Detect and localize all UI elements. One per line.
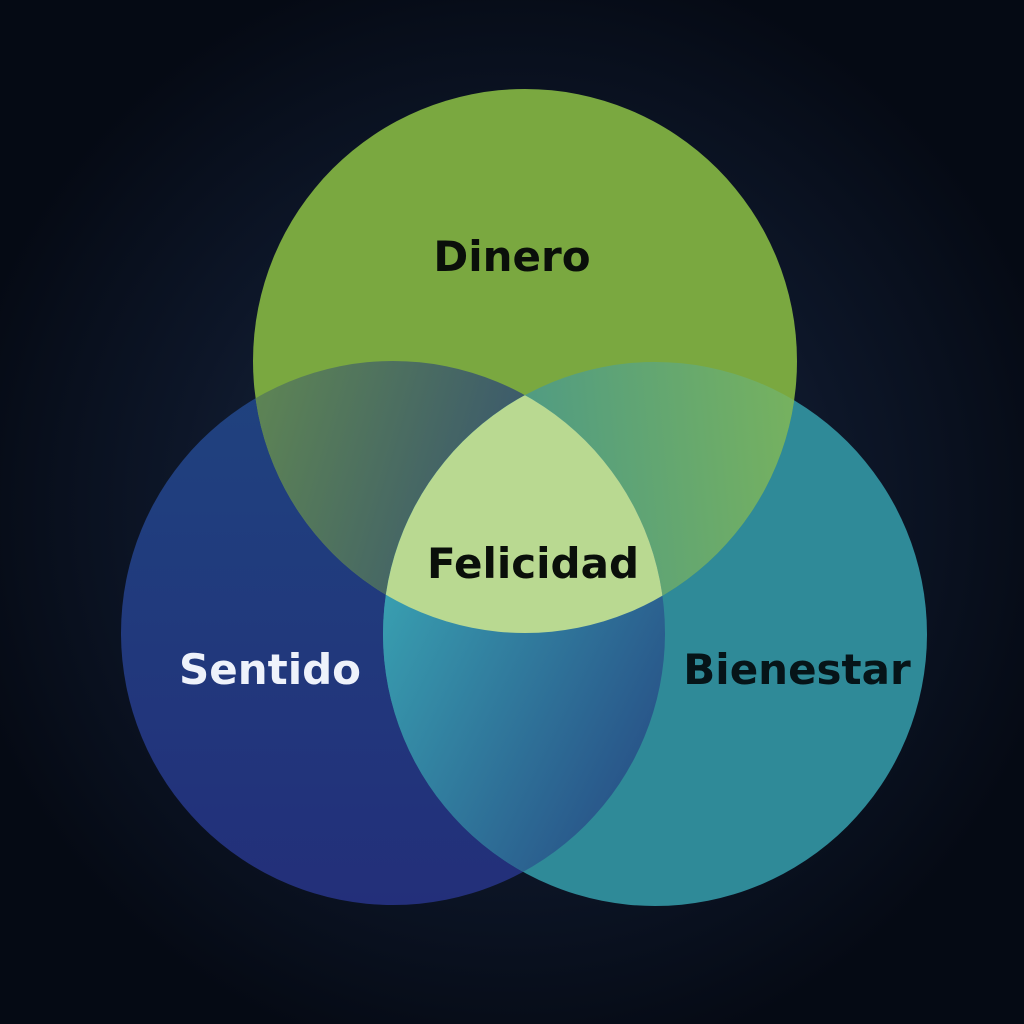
overlap-center bbox=[383, 362, 665, 633]
label-felicidad: Felicidad bbox=[427, 539, 639, 588]
label-dinero: Dinero bbox=[433, 232, 590, 281]
label-sentido: Sentido bbox=[179, 645, 361, 694]
label-bienestar: Bienestar bbox=[683, 645, 911, 694]
